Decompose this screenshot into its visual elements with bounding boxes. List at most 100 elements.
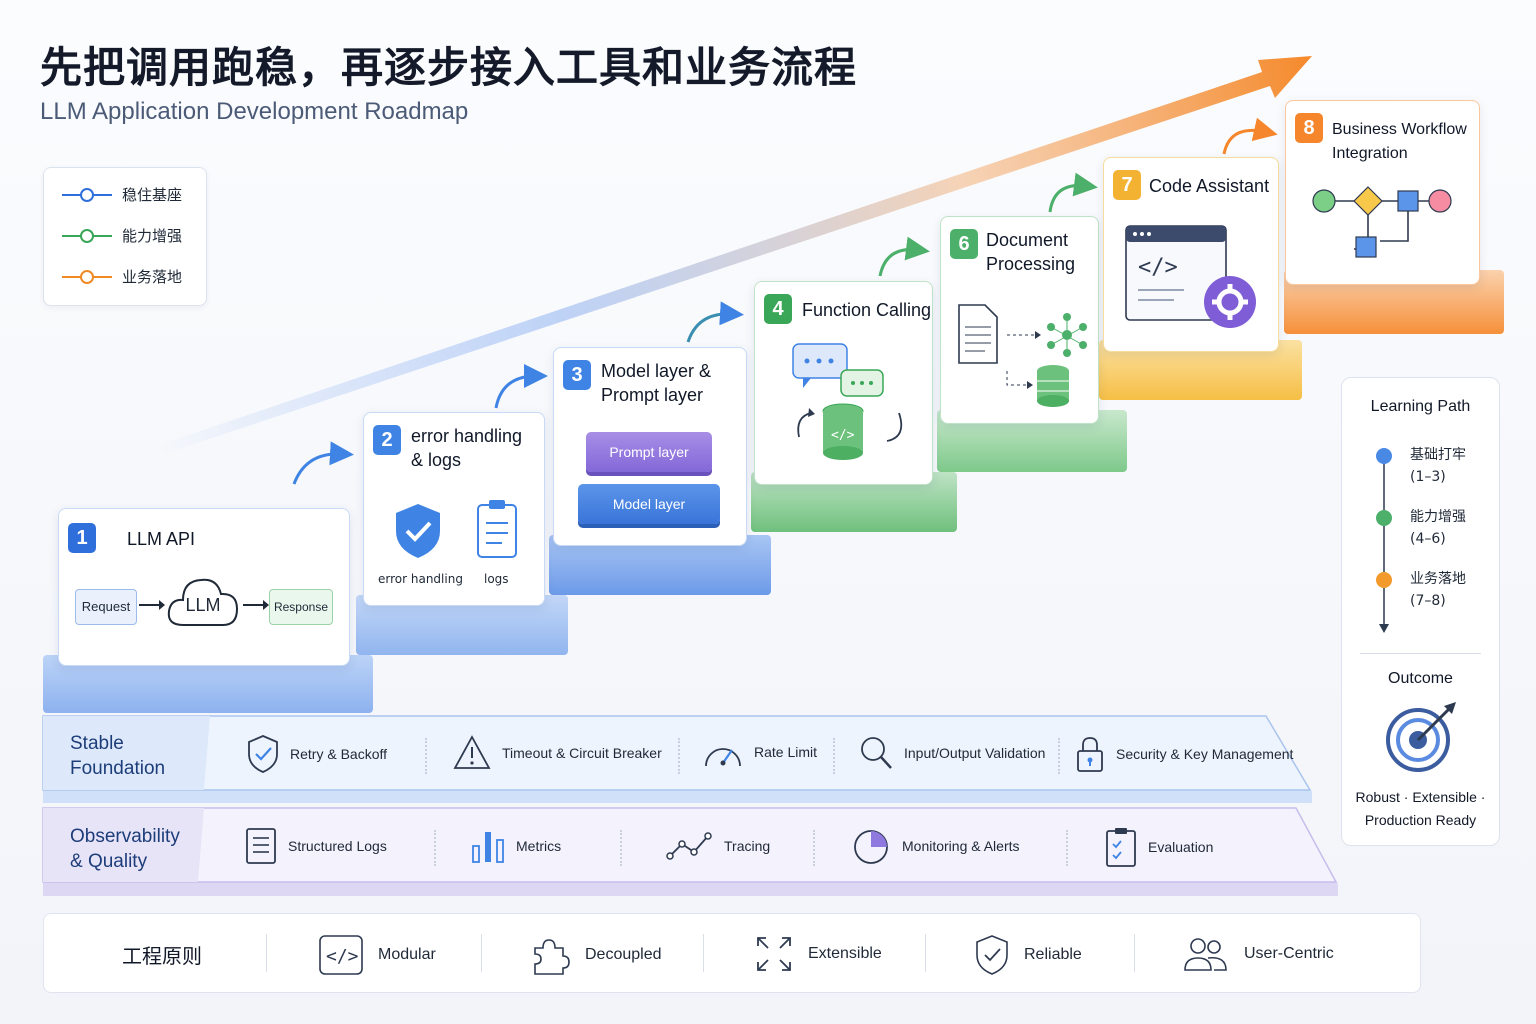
band-item-text: Structured Logs xyxy=(288,838,387,854)
step-card-1: 1 LLM API Request LLM Response xyxy=(58,508,350,666)
path-stage-range: (7–8) xyxy=(1410,593,1446,609)
principle-decoupled: Decoupled xyxy=(529,934,662,976)
step-title: Function Calling xyxy=(802,300,932,320)
step-title-line1: Model layer & xyxy=(601,361,712,381)
error-handling-label: error handling xyxy=(378,572,463,586)
step-title-line2: Prompt layer xyxy=(601,385,704,405)
band-item-text: Metrics xyxy=(516,838,562,854)
divider xyxy=(266,934,267,972)
step-title-line2: Processing xyxy=(986,254,1076,274)
learning-path-panel: Learning Path 基础打牢(1–3) 能力增强(4–6) 业务落地(7… xyxy=(1341,377,1500,846)
svg-text:</>: </> xyxy=(831,428,855,443)
band-item-text: Evaluation xyxy=(1148,839,1214,855)
cloud-icon xyxy=(167,578,239,626)
band-item-text: Retry & Backoff xyxy=(290,746,388,762)
chat-bubbles-icon xyxy=(792,343,884,397)
step-card-2: 2 error handling& logs error handling lo… xyxy=(363,412,545,606)
legend-item-business: 业务落地 xyxy=(62,266,182,287)
band-observability-label: Observability& Quality xyxy=(70,824,180,874)
band-item-text: Rate Limit xyxy=(754,744,818,760)
outcome-title: Outcome xyxy=(1388,670,1453,687)
path-stage-2: 能力增强 (4–6) xyxy=(1410,506,1466,550)
legend-item-stable: 稳住基座 xyxy=(62,184,182,205)
page-subtitle: LLM Application Development Roadmap xyxy=(40,98,469,125)
separator xyxy=(813,830,815,866)
outcome-line2: Production Ready xyxy=(1364,812,1477,828)
band-item-text: Security & Key Management xyxy=(1116,746,1294,762)
divider xyxy=(481,934,482,972)
separator xyxy=(425,738,427,774)
step-number: 8 xyxy=(1295,113,1323,143)
principle-text: Modular xyxy=(378,946,436,963)
principle-user-centric: User-Centric xyxy=(1182,934,1334,974)
band-item-monitoring: Monitoring & Alerts xyxy=(852,826,1020,866)
expand-arrows-icon xyxy=(757,937,791,971)
document-network-icon xyxy=(958,304,1087,407)
code-window-gear-icon: </> xyxy=(1125,225,1256,328)
users-icon xyxy=(1184,938,1227,971)
band-label-line2: Foundation xyxy=(70,758,166,779)
band-item-metrics: Metrics xyxy=(470,826,561,866)
step-number: 4 xyxy=(764,294,792,324)
step-title: Code Assistant xyxy=(1149,176,1270,196)
band-item-text: Tracing xyxy=(724,838,771,854)
request-box: Request xyxy=(75,589,137,625)
step-number: 7 xyxy=(1113,170,1141,200)
puzzle-icon xyxy=(534,939,570,975)
band-item-timeout: Timeout & Circuit Breaker xyxy=(452,734,662,772)
band-item-rate-limit: Rate Limit xyxy=(702,734,817,770)
step-title: LLM API xyxy=(127,529,196,549)
path-stage-range: (1–3) xyxy=(1410,469,1446,485)
model-layer-block: Model layer xyxy=(578,484,720,524)
path-timeline xyxy=(1376,448,1392,633)
path-stage-3: 业务落地(7–8) xyxy=(1410,568,1466,612)
path-stage-name: 能力增强 xyxy=(1410,509,1466,525)
step-number: 6 xyxy=(950,229,978,259)
band-item-text: Monitoring & Alerts xyxy=(902,838,1020,854)
document-lines-icon xyxy=(246,828,276,864)
gauge-icon xyxy=(705,748,741,767)
separator xyxy=(833,738,835,774)
response-box: Response xyxy=(269,589,333,625)
principle-modular: </> Modular xyxy=(318,934,436,976)
workflow-diagram-icon xyxy=(1312,186,1452,258)
step-title: Model layer & Prompt layer xyxy=(601,359,711,407)
principle-text: Reliable xyxy=(1024,946,1082,963)
divider xyxy=(925,934,926,972)
step-title-line2: Integration xyxy=(1332,145,1408,162)
step-number: 1 xyxy=(68,523,96,553)
principle-extensible: Extensible xyxy=(754,934,882,974)
legend-line-blue-icon xyxy=(62,187,112,202)
page-title: 先把调用跑稳，再逐步接入工具和业务流程 xyxy=(40,43,858,92)
arrow-right-icon xyxy=(139,600,165,610)
pie-monitor-icon xyxy=(854,830,888,864)
llm-label: LLM xyxy=(185,595,221,615)
shield-check-icon xyxy=(248,735,278,773)
principles-label: 工程原则 xyxy=(122,944,202,968)
path-stage-range: (4–6) xyxy=(1410,531,1446,547)
svg-text:</>: </> xyxy=(1138,255,1178,280)
step-number: 3 xyxy=(563,360,591,390)
svg-text:</>: </> xyxy=(326,946,359,967)
legend-line-green-icon xyxy=(62,228,112,243)
step-title: error handling& logs xyxy=(411,424,522,472)
outcome-text: Robust · Extensible ·Production Ready xyxy=(1342,786,1499,832)
band-item-text: Timeout & Circuit Breaker xyxy=(502,745,662,761)
step-card-7: 7 Code Assistant </> xyxy=(1103,157,1279,352)
principle-reliable: Reliable xyxy=(974,934,1082,976)
separator xyxy=(620,830,622,866)
legend-item-capability: 能力增强 xyxy=(62,225,182,246)
path-stage-name: 基础打牢 xyxy=(1410,447,1466,463)
band-item-security: Security & Key Management xyxy=(1074,734,1293,774)
legend-label: 业务落地 xyxy=(122,268,183,286)
principle-text: Decoupled xyxy=(585,946,662,963)
band-item-text: Input/Output Validation xyxy=(904,745,1046,761)
step-title-line2: & logs xyxy=(411,450,462,470)
band-label-line1: Observability xyxy=(70,826,180,847)
step-card-3: 3 Model layer & Prompt layer Prompt layer… xyxy=(553,347,747,546)
